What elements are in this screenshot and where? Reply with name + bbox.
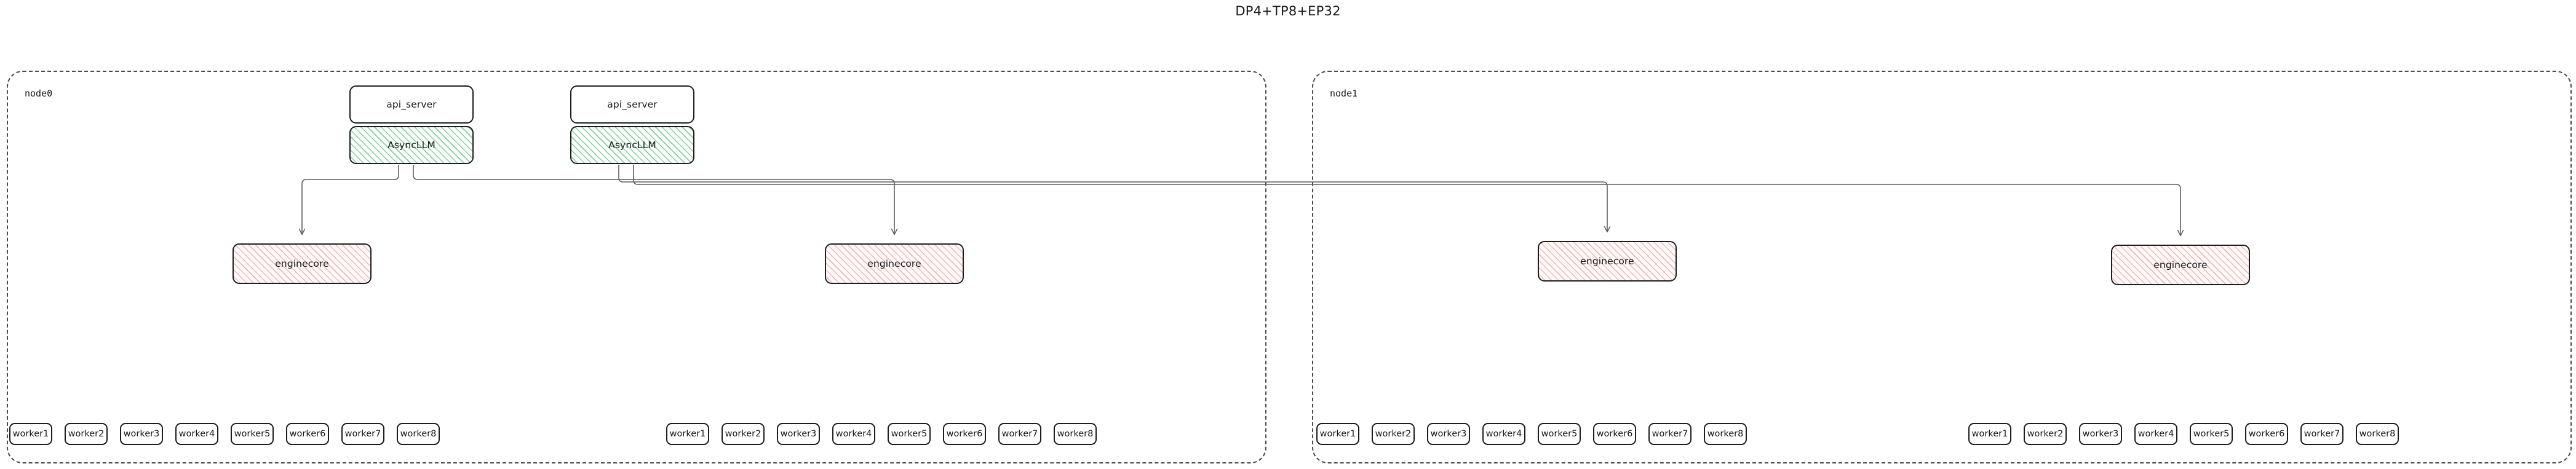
worker-box[interactable]: worker1 (1316, 423, 1359, 445)
async-llm-box-node0-0[interactable]: AsyncLLM (349, 126, 474, 164)
worker-box[interactable]: worker1 (9, 423, 52, 445)
worker-box[interactable]: worker5 (1538, 423, 1581, 445)
worker-box[interactable]: worker8 (2356, 423, 2399, 445)
worker-box[interactable]: worker6 (286, 423, 329, 445)
engine-core-box-node0-1[interactable]: enginecore (825, 243, 964, 284)
worker-box[interactable]: worker7 (1648, 423, 1691, 445)
worker-box[interactable]: worker6 (2245, 423, 2288, 445)
node-label-node0: node0 (25, 88, 53, 99)
worker-box[interactable]: worker2 (65, 423, 108, 445)
worker-box[interactable]: worker4 (2134, 423, 2177, 445)
engine-core-box-node1-0[interactable]: enginecore (1538, 241, 1677, 282)
worker-box[interactable]: worker8 (1704, 423, 1747, 445)
worker-box[interactable]: worker7 (998, 423, 1041, 445)
engine-core-box-node1-1[interactable]: enginecore (2111, 245, 2250, 285)
worker-box[interactable]: worker4 (832, 423, 875, 445)
async-llm-box-node0-1[interactable]: AsyncLLM (570, 126, 694, 164)
worker-box[interactable]: worker6 (1593, 423, 1636, 445)
worker-box[interactable]: worker2 (1372, 423, 1415, 445)
worker-box[interactable]: worker5 (231, 423, 274, 445)
worker-box[interactable]: worker5 (2190, 423, 2233, 445)
node-container-node1 (1312, 71, 2572, 463)
page-title: DP4+TP8+EP32 (1235, 4, 1341, 18)
worker-box[interactable]: worker8 (1054, 423, 1097, 445)
worker-box[interactable]: worker3 (1427, 423, 1470, 445)
worker-box[interactable]: worker3 (120, 423, 163, 445)
node-container-node0 (7, 71, 1266, 463)
worker-box[interactable]: worker3 (777, 423, 820, 445)
worker-box[interactable]: worker4 (1482, 423, 1525, 445)
worker-box[interactable]: worker6 (943, 423, 986, 445)
worker-box[interactable]: worker2 (2024, 423, 2067, 445)
worker-box[interactable]: worker3 (2079, 423, 2122, 445)
worker-box[interactable]: worker1 (666, 423, 709, 445)
api-server-box-node0-0[interactable]: api_server (349, 85, 474, 124)
worker-box[interactable]: worker8 (397, 423, 440, 445)
engine-core-box-node0-0[interactable]: enginecore (233, 243, 372, 284)
worker-box[interactable]: worker7 (341, 423, 384, 445)
worker-box[interactable]: worker7 (2300, 423, 2343, 445)
node-label-node1: node1 (1330, 88, 1358, 99)
worker-box[interactable]: worker2 (722, 423, 765, 445)
worker-box[interactable]: worker4 (175, 423, 218, 445)
api-server-box-node0-1[interactable]: api_server (570, 85, 694, 124)
worker-box[interactable]: worker5 (888, 423, 931, 445)
worker-box[interactable]: worker1 (1968, 423, 2011, 445)
